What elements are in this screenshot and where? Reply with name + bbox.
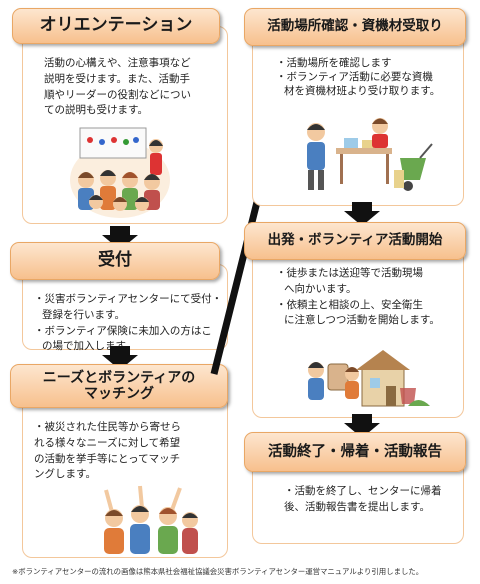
- reception-title: 受付: [98, 250, 132, 271]
- matching-title-line: ニーズとボランティアの: [42, 369, 196, 386]
- confirm-card: [252, 26, 464, 206]
- finish-header: 活動終了・帰着・活動報告: [244, 432, 466, 472]
- matching-line: ・被災された住民等から寄せら: [34, 421, 181, 433]
- matching-line: ングします。: [34, 468, 96, 481]
- source-footnote: ※ボランティアセンターの流れの画像は熊本県社会福祉協議会災害ボランティアセンター…: [12, 567, 424, 576]
- orientation-line: ての説明も受けます。: [44, 104, 148, 117]
- reception-bullet: ・災害ボランティアセンターにて受付・ 登録を行います。: [34, 292, 228, 324]
- depart-text: ・徒歩または送迎等で活動現場 へ向かいます。 ・依頼主と相談の上、安全衛生 に注…: [276, 266, 462, 329]
- confirm-bullet: ・ボランティア活動に必要な資機 材を資機材班より受け取ります。: [276, 70, 462, 98]
- flow-arrow-down: [102, 226, 138, 250]
- orientation-title: オリエンテーション: [39, 15, 193, 36]
- confirm-bullet-line: ・ボランティア活動に必要な資機: [276, 71, 433, 84]
- depart-bullet-line: へ向かいます。: [284, 282, 357, 295]
- confirm-header: 活動場所確認・資機材受取り: [244, 8, 466, 46]
- confirm-title: 活動場所確認・資機材受取り: [267, 18, 443, 35]
- depart-bullet-line: に注意しつつ活動を開始します。: [284, 314, 440, 327]
- orientation-line: 活動の心構えや、注意事項など: [44, 57, 191, 69]
- orientation-text: 活動の心構えや、注意事項など 説明を受けます。また、活動手 順やリーダーの役割な…: [44, 56, 220, 119]
- matching-text: ・被災された住民等から寄せら れる様々なニーズに対して希望 の活動を挙手等にとっ…: [34, 420, 226, 483]
- depart-bullet: ・依頼主と相談の上、安全衛生 に注意しつつ活動を開始します。: [276, 298, 462, 330]
- orientation-line: 順やリーダーの役割などについ: [44, 88, 191, 101]
- confirm-illustration: [307, 118, 433, 191]
- depart-illustration: [308, 350, 430, 407]
- flow-arrow-down: [344, 202, 380, 226]
- reception-bullet-line: ・災害ボランティアセンターにて受付・: [34, 293, 223, 305]
- depart-bullet: ・徒歩または送迎等で活動現場 へ向かいます。: [276, 266, 462, 298]
- depart-title: 出発・ボランティア活動開始: [267, 232, 443, 249]
- confirm-text: ・活動場所を確認します ・ボランティア活動に必要な資機 材を資機材班より受け取り…: [276, 56, 462, 99]
- orientation-header: オリエンテーション: [12, 8, 220, 44]
- confirm-bullet-line: ・活動場所を確認します: [276, 57, 392, 69]
- finish-line: 後、活動報告書を提出します。: [284, 500, 430, 513]
- matching-illustration: [104, 485, 198, 554]
- flow-arrow-down: [344, 414, 380, 438]
- finish-text: ・活動を終了し、センターに帰着 後、活動報告書を提出します。: [284, 484, 462, 516]
- matching-header: ニーズとボランティアの マッチング: [10, 364, 228, 408]
- matching-title-line: マッチング: [84, 386, 154, 402]
- confirm-bullet: ・活動場所を確認します: [276, 56, 462, 70]
- depart-header: 出発・ボランティア活動開始: [244, 222, 466, 260]
- orientation-line: 説明を受けます。また、活動手: [44, 72, 190, 85]
- confirm-bullet-line: 材を資機材班より受け取ります。: [284, 85, 441, 98]
- finish-line: ・活動を終了し、センターに帰着: [284, 485, 442, 497]
- orientation-illustration: [70, 127, 170, 218]
- depart-bullet-line: ・徒歩または送迎等で活動現場: [276, 267, 423, 279]
- matching-line: れる様々なニーズに対して希望: [34, 436, 181, 449]
- flow-arrow-down: [102, 346, 138, 370]
- depart-bullet-line: ・依頼主と相談の上、安全衛生: [276, 298, 423, 311]
- matching-line: の活動を挙手等にとってマッチ: [34, 452, 181, 465]
- reception-bullet-line: ・ボランティア保険に未加入の方はこ: [34, 324, 212, 337]
- reception-header: 受付: [10, 242, 220, 280]
- reception-bullet-line: 登録を行います。: [42, 308, 125, 321]
- finish-title: 活動終了・帰着・活動報告: [268, 443, 442, 460]
